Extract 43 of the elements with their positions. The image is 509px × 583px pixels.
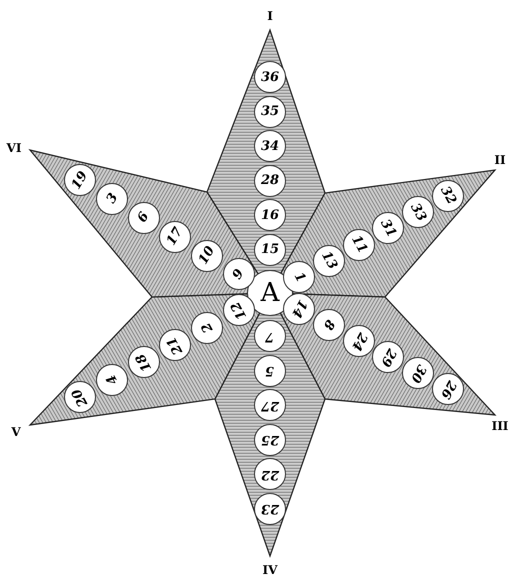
number-label: 25 bbox=[260, 433, 280, 446]
number-label: 20 bbox=[70, 386, 90, 408]
point-numeral: I bbox=[267, 10, 273, 22]
number-label: 34 bbox=[260, 140, 280, 153]
number-label: 26 bbox=[438, 378, 458, 400]
number-label: 31 bbox=[378, 217, 398, 240]
number-label: 33 bbox=[408, 201, 428, 224]
number-label: 12 bbox=[228, 299, 249, 322]
number-label: 24 bbox=[348, 330, 369, 352]
number-label: 8 bbox=[321, 318, 337, 332]
number-label: 35 bbox=[260, 105, 280, 118]
number-label: 11 bbox=[348, 233, 369, 256]
number-label: 27 bbox=[260, 398, 280, 412]
point-numeral: V bbox=[11, 426, 21, 438]
point-numeral: VI bbox=[6, 142, 22, 154]
number-label: 23 bbox=[260, 502, 280, 516]
number-label: 5 bbox=[265, 364, 275, 378]
number-label: 2 bbox=[199, 320, 215, 335]
point-numeral: III bbox=[492, 420, 508, 432]
number-label: 14 bbox=[289, 298, 310, 320]
number-label: 10 bbox=[196, 244, 218, 267]
number-label: 6 bbox=[136, 210, 152, 225]
number-label: 4 bbox=[104, 372, 120, 387]
number-label: 21 bbox=[165, 334, 186, 356]
number-label: 19 bbox=[70, 168, 91, 192]
number-label: 1 bbox=[291, 270, 308, 284]
number-label: 9 bbox=[230, 267, 247, 282]
point-numeral: IV bbox=[262, 564, 278, 576]
number-label: 16 bbox=[260, 208, 280, 222]
number-label: 18 bbox=[134, 351, 154, 374]
number-label: 36 bbox=[260, 70, 280, 84]
center-letter: A bbox=[260, 280, 280, 306]
number-label: 7 bbox=[265, 330, 275, 343]
number-label: 30 bbox=[408, 362, 428, 384]
number-label: 32 bbox=[438, 184, 458, 207]
number-label: 29 bbox=[378, 346, 398, 368]
number-label: 22 bbox=[260, 468, 280, 481]
number-label: 15 bbox=[260, 243, 280, 256]
number-label: 28 bbox=[260, 174, 280, 188]
point-numeral: II bbox=[494, 154, 506, 166]
number-label: 3 bbox=[104, 192, 120, 206]
number-label: 17 bbox=[165, 226, 186, 248]
number-label: 13 bbox=[318, 250, 339, 272]
